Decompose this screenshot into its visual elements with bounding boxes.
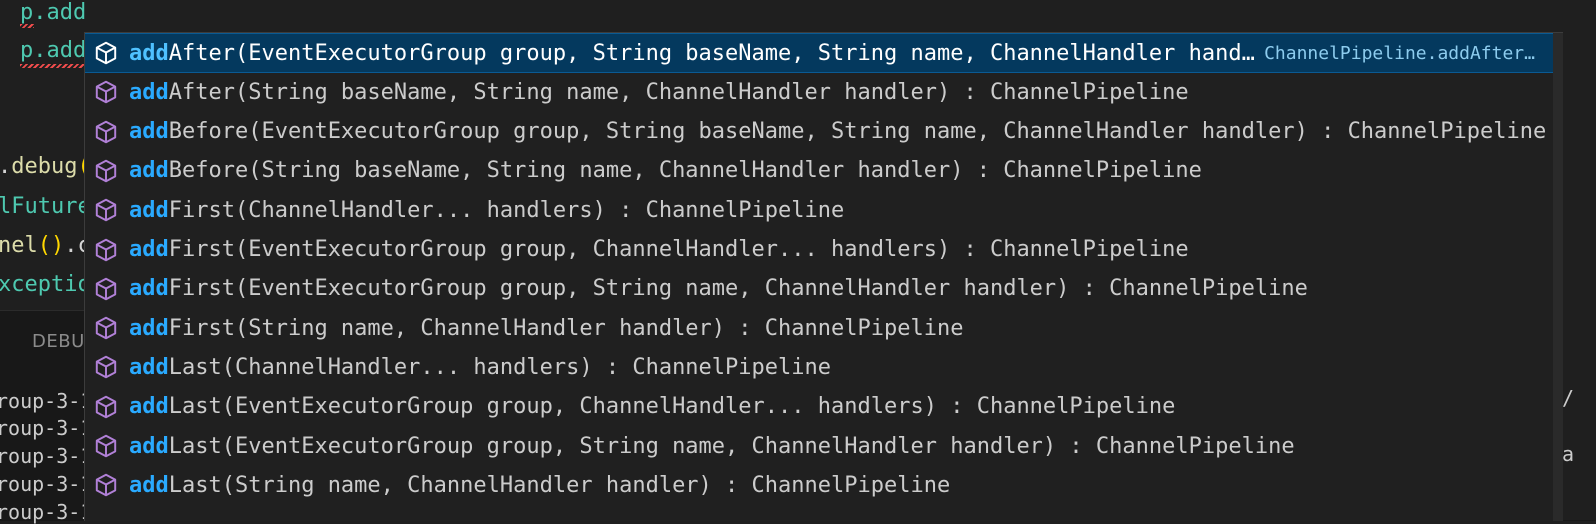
match-highlight: add: [129, 237, 169, 262]
suggestion-label: Last(String name, ChannelHandler handler…: [168, 472, 951, 498]
suggestion-label: Before(String baseName, String name, Cha…: [168, 158, 1202, 184]
suggestion-label: First(EventExecutorGroup group, String n…: [168, 276, 1308, 302]
match-highlight: add: [129, 158, 169, 184]
code-line-current[interactable]: p.add: [20, 38, 86, 64]
code-line[interactable]: lFuture: [0, 194, 91, 220]
suggestion-label: First(ChannelHandler... handlers) : Chan…: [168, 197, 845, 223]
suggestion-detail: ChannelPipeline.addAfter…: [1264, 42, 1535, 64]
method-cube-icon: [95, 159, 117, 183]
code-line[interactable]: nel().c: [0, 233, 91, 258]
code-line[interactable]: .debug(: [0, 154, 91, 180]
method-cube-icon: [95, 356, 117, 379]
method-cube-icon: [95, 395, 117, 418]
match-highlight: add: [129, 79, 169, 105]
code-text: p.add: [20, 38, 87, 63]
suggestion-label: After(EventExecutorGroup group, String b…: [168, 40, 1255, 66]
match-highlight: add: [129, 472, 169, 498]
match-highlight: add: [129, 197, 169, 223]
suggestion-label: Last(EventExecutorGroup group, ChannelHa…: [168, 394, 1176, 420]
method-cube-icon: [95, 277, 117, 301]
match-highlight: add: [129, 40, 169, 66]
method-cube-icon: [95, 81, 117, 104]
match-highlight: add: [129, 394, 169, 420]
code-line[interactable]: p.add: [20, 0, 86, 26]
match-highlight: add: [129, 315, 169, 341]
method-cube-icon: [95, 434, 117, 458]
suggestion-label: Last(EventExecutorGroup group, String na…: [168, 433, 1295, 459]
method-cube-icon: [95, 316, 117, 340]
output-line: roup-3-1: [0, 444, 93, 468]
match-highlight: add: [129, 354, 169, 380]
type-name: xceptio: [0, 272, 91, 297]
error-squiggle: [20, 64, 84, 68]
method-cube-icon: [95, 238, 117, 261]
match-highlight: add: [129, 119, 169, 145]
code-text: p.add: [20, 0, 87, 25]
output-line: roup-3-1: [0, 472, 93, 496]
suggestion-label: First(String name, ChannelHandler handle…: [168, 315, 964, 341]
editor-right-edge: / a: [1562, 0, 1596, 520]
error-squiggle: [20, 24, 34, 28]
suggestion-scrollbar[interactable]: [1553, 33, 1563, 521]
method-cube-icon: [95, 198, 117, 222]
debug-call: debug: [11, 154, 78, 179]
output-line: roup-3-1: [0, 416, 93, 440]
method-cube-icon: [95, 120, 117, 143]
suggestion-label: After(String baseName, String name, Chan…: [168, 79, 1189, 105]
type-name: lFuture: [0, 194, 91, 219]
suggestion-label: Last(ChannelHandler... handlers) : Chann…: [168, 354, 832, 380]
output-line: roup-3-1: [0, 500, 93, 524]
suggestion-label: First(EventExecutorGroup group, ChannelH…: [168, 237, 1189, 262]
match-highlight: add: [129, 433, 169, 459]
output-line: roup-3-1: [0, 389, 93, 413]
method-cube-icon: [95, 41, 117, 65]
suggestion-label: Before(EventExecutorGroup group, String …: [168, 119, 1547, 145]
match-highlight: add: [129, 276, 169, 302]
tab-debug-console[interactable]: DEBU: [32, 331, 85, 352]
method-cube-icon: [95, 474, 117, 497]
code-line[interactable]: xceptio: [0, 272, 91, 298]
